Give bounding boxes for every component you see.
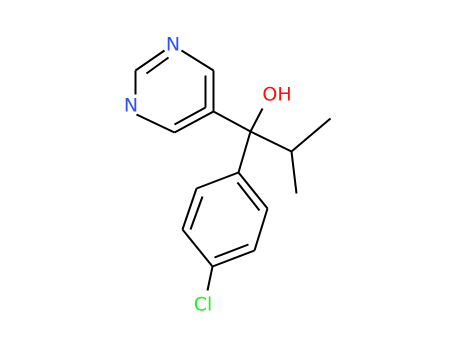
phenyl-ring [181,171,269,268]
bond [206,266,214,291]
bond [180,49,215,72]
nitrogen-atom-label: N [166,34,180,56]
bond [250,130,292,153]
hydroxyl-label: OH [262,84,291,106]
bond [181,188,198,230]
bond [134,49,166,72]
isopropyl-group [250,117,332,194]
bond [237,131,252,173]
bond [236,181,261,212]
bond [213,110,251,133]
bond [174,106,206,126]
bond [214,243,249,259]
pyrimidine-ring [134,49,215,134]
bond [290,117,332,153]
bond [290,151,298,194]
bond [189,196,204,230]
bond [237,171,269,210]
bond [249,108,264,132]
bond [212,249,255,268]
bond [196,171,239,190]
bond [253,208,269,251]
bond [174,110,214,134]
nitrogen-atom-label: N [124,95,138,117]
chlorine-atom-label: Cl [194,294,213,316]
bond [181,228,214,268]
bond [136,113,175,134]
bond [145,56,170,75]
